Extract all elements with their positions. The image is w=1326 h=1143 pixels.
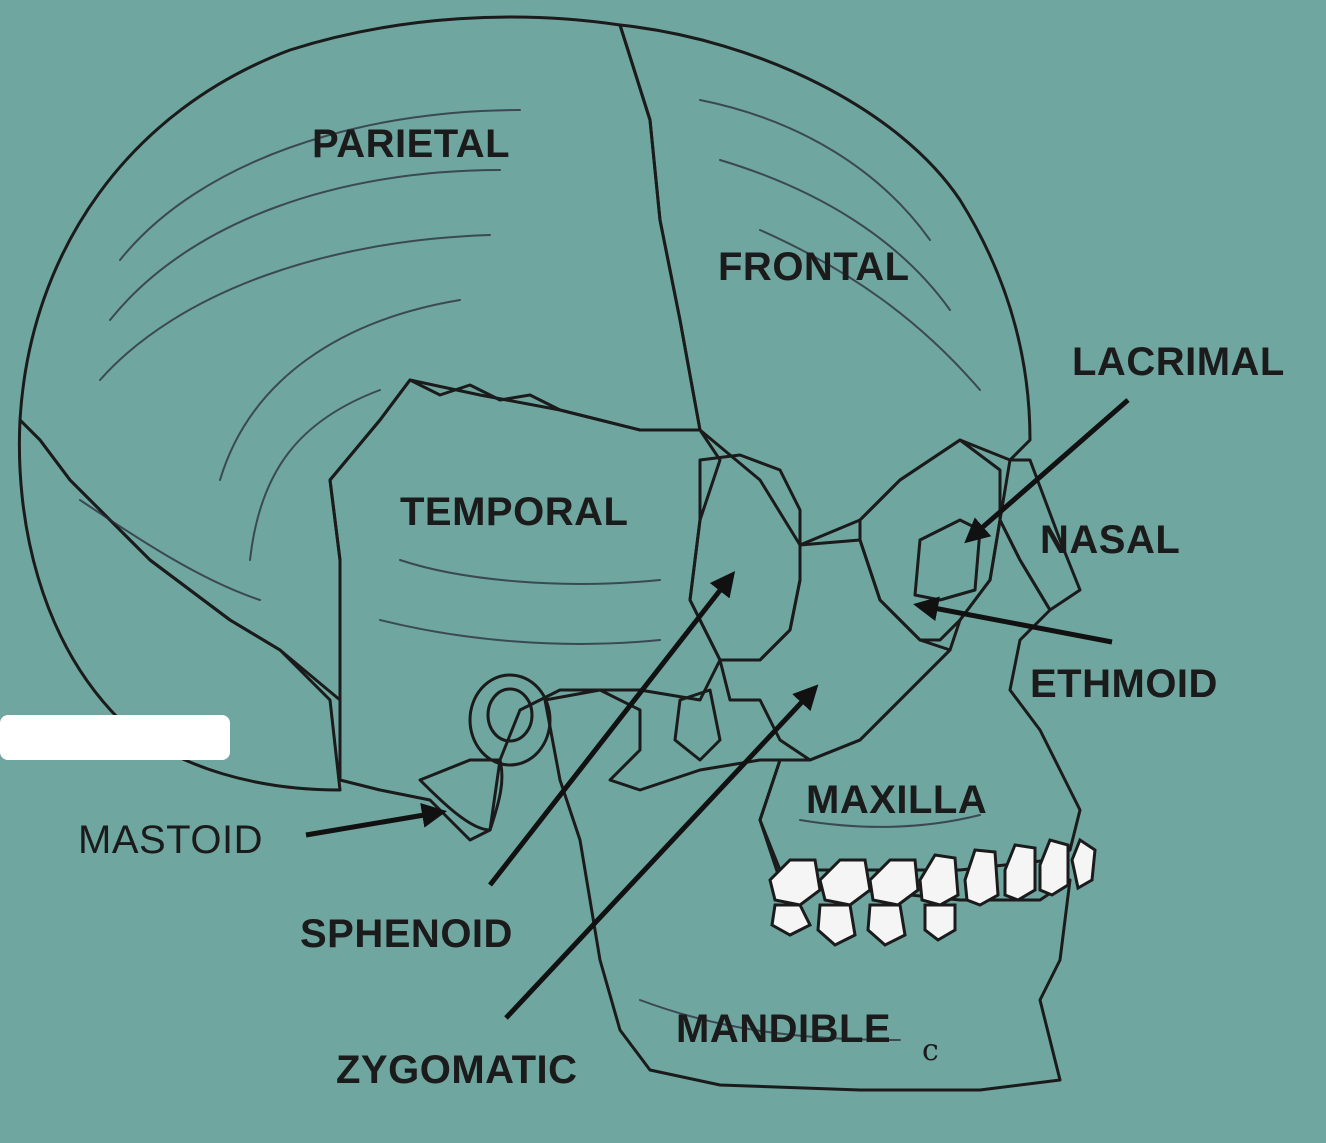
redaction-bar <box>0 715 230 760</box>
arrow-zygomatic <box>504 684 819 1020</box>
arrow-mastoid <box>305 803 447 838</box>
label-lacrimal: LACRIMAL <box>1072 340 1285 384</box>
arrow-ethmoid <box>913 596 1113 645</box>
label-ethmoid: ETHMOID <box>1030 662 1218 706</box>
label-nasal: NASAL <box>1040 518 1180 562</box>
arrow-lacrimal <box>964 398 1130 544</box>
label-temporal: TEMPORAL <box>400 490 628 534</box>
sphenoid-lower <box>673 688 722 762</box>
label-mandible: MANDIBLE <box>676 1007 891 1051</box>
ear-condyle <box>468 673 552 767</box>
label-sphenoid: SPHENOID <box>300 912 513 956</box>
label-parietal: PARIETAL <box>312 122 510 166</box>
mandible-bone <box>543 688 1072 1092</box>
mastoid-process <box>418 758 504 832</box>
label-zygomatic: ZYGOMATIC <box>336 1048 578 1092</box>
teeth <box>768 837 1097 947</box>
temporal-bone <box>328 378 722 842</box>
label-maxilla: MAXILLA <box>806 778 987 822</box>
pointer-arrows <box>305 398 1130 1020</box>
lacrimal-bone <box>913 518 982 602</box>
label-mastoid: MASTOID <box>78 818 263 862</box>
arrow-sphenoid <box>488 571 736 887</box>
label-frontal: FRONTAL <box>718 245 910 289</box>
label-mandible-mark: c <box>922 1033 939 1068</box>
hatching <box>79 99 981 1041</box>
